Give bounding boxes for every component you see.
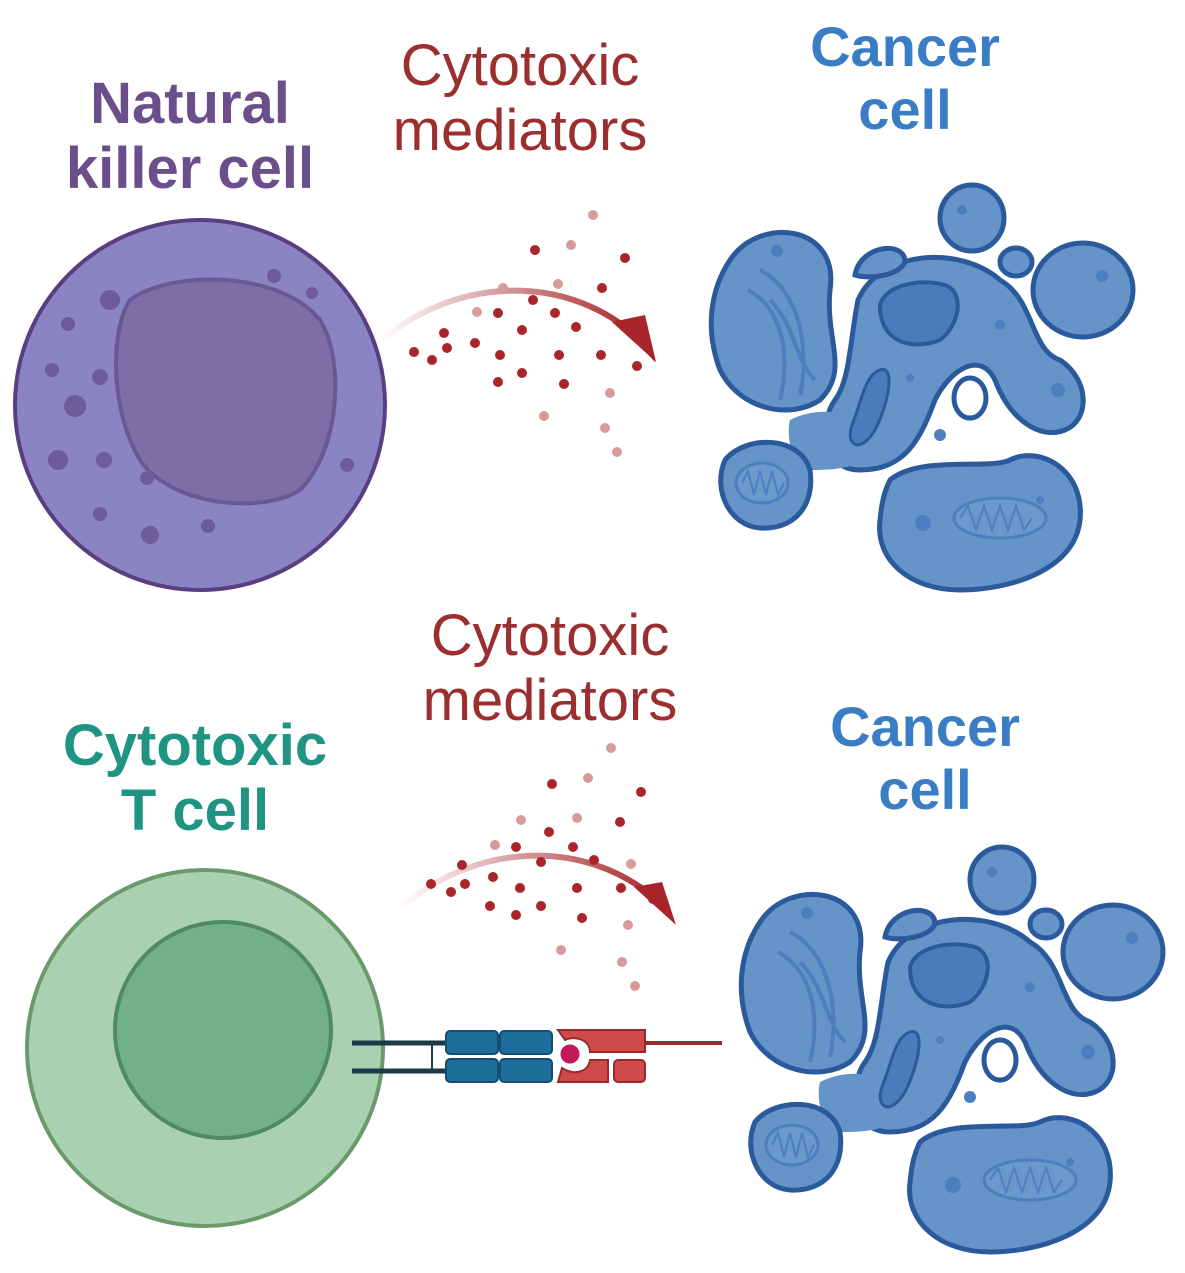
mhc-molecule xyxy=(556,1029,722,1083)
cancer-cell-top xyxy=(711,185,1133,590)
tcr-mhc-complex xyxy=(352,1029,722,1083)
cancer-cell-bottom-label: Cancer cell xyxy=(830,695,1020,821)
natural-killer-cell-label: Natural killer cell xyxy=(65,71,315,201)
cytotoxic-mediator-particles-top xyxy=(409,210,642,457)
antigen-peptide xyxy=(557,1041,583,1067)
natural-killer-cell xyxy=(13,218,387,592)
cytotoxic-t-cell xyxy=(25,868,385,1228)
cancer-cell-bottom xyxy=(741,847,1163,1252)
cytotoxic-mediators-top-label: Cytotoxic mediators xyxy=(392,33,648,163)
cytotoxic-t-cell-label: Cytotoxic T cell xyxy=(62,713,328,843)
t-cell-receptor xyxy=(445,1030,553,1083)
cytotoxic-mediator-particles-bottom xyxy=(426,743,658,991)
cancer-cell-top-label: Cancer cell xyxy=(810,15,1000,141)
cytotoxic-mediators-bottom-label: Cytotoxic mediators xyxy=(422,603,678,733)
mediator-release-arrow-top xyxy=(378,287,656,362)
